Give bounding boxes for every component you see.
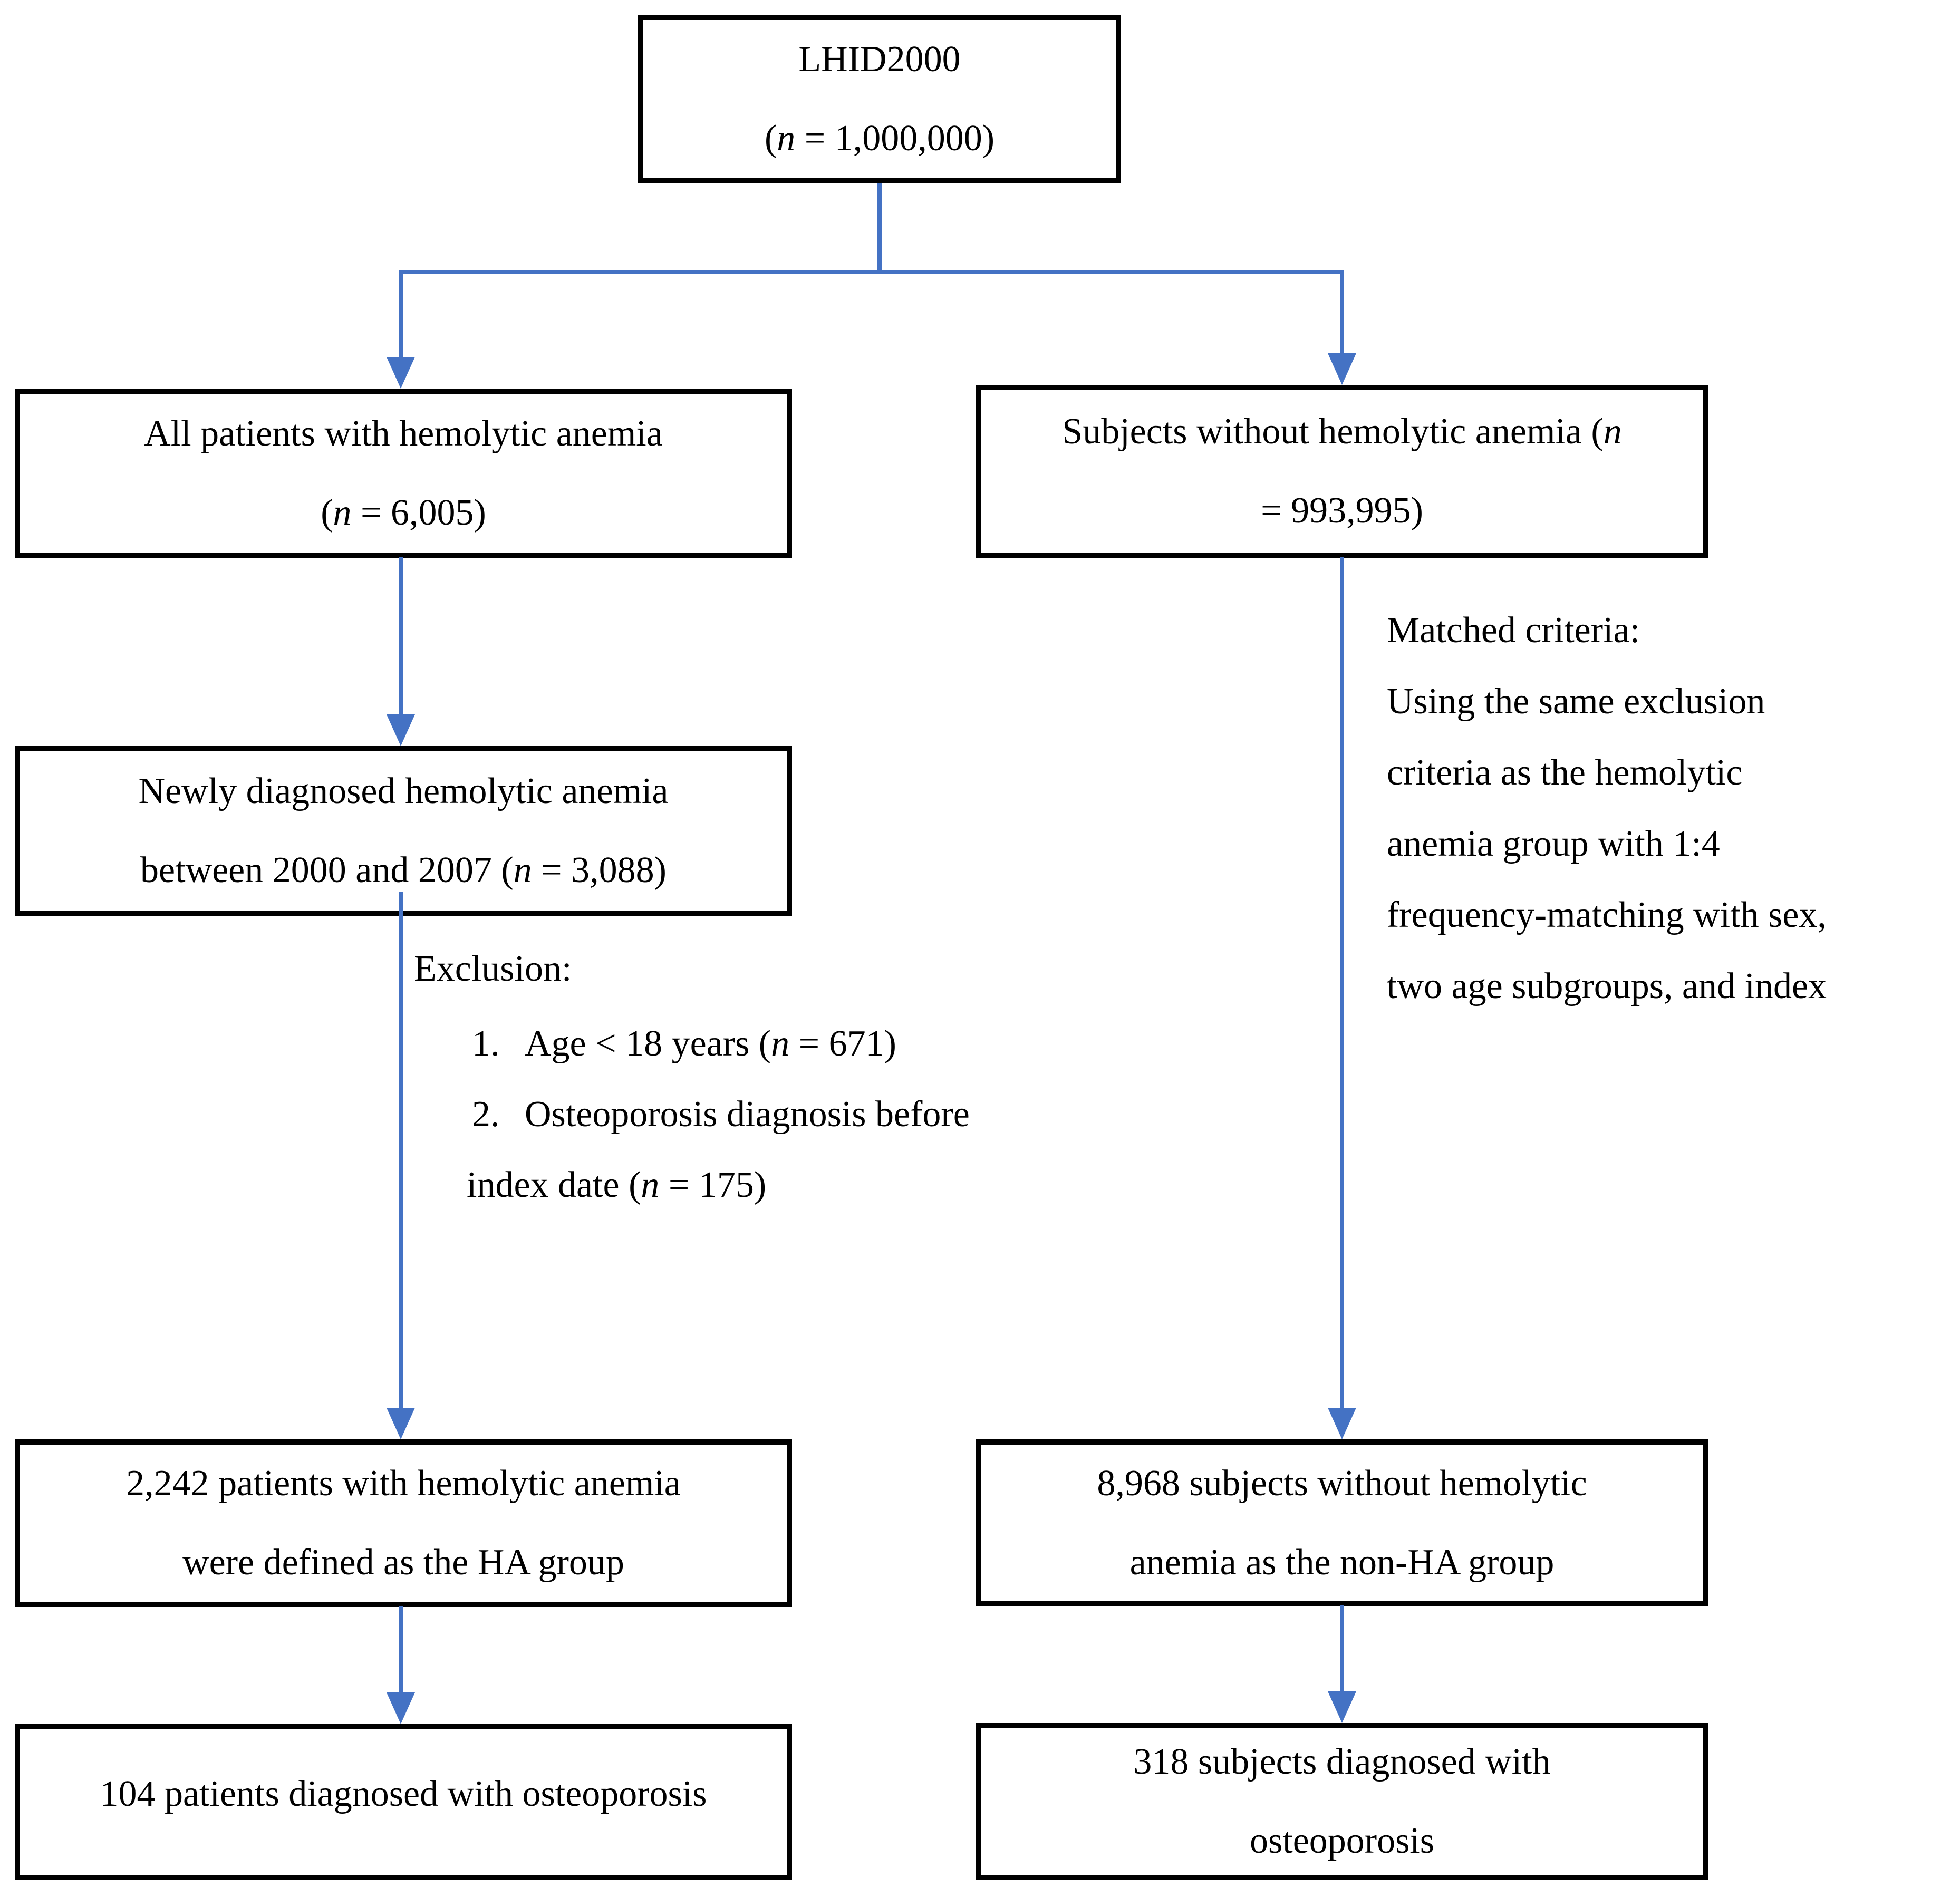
text-fragment: ( xyxy=(321,492,333,533)
n-symbol: n xyxy=(641,1165,660,1205)
matched-criteria-line: Matched criteria: xyxy=(1387,610,1640,651)
arrow-head-icon xyxy=(387,1692,415,1724)
box-ha-group-line2: were defined as the HA group xyxy=(182,1542,624,1583)
box-all-patients-ha: All patients with hemolytic anemia (n = … xyxy=(15,389,792,558)
box-ha-osteoporosis: 104 patients diagnosed with osteoporosis xyxy=(15,1724,792,1880)
matched-criteria-note: Matched criteria: Using the same exclusi… xyxy=(1387,595,1827,1022)
exclusion-item-2-continuation: index date (n = 175) xyxy=(467,1164,766,1206)
box-non-ha-osteoporosis: 318 subjects diagnosed with osteoporosis xyxy=(976,1723,1708,1880)
matched-criteria-line: frequency-matching with sex, xyxy=(1387,895,1827,935)
box-lhid2000-title: LHID2000 xyxy=(798,39,961,80)
matched-criteria-line: criteria as the hemolytic xyxy=(1387,752,1743,793)
text-fragment: = 1,000,000) xyxy=(795,118,995,159)
box-non-ha-group-line2: anemia as the non-HA group xyxy=(1129,1542,1555,1583)
n-symbol: n xyxy=(513,850,532,891)
box-subjects-without-ha-line1: Subjects without hemolytic anemia (n xyxy=(1062,392,1621,471)
arrow-head-icon xyxy=(1328,353,1356,385)
arrow-all-patients-to-newly xyxy=(399,557,403,715)
box-non-ha-osteoporosis-line1: 318 subjects diagnosed with xyxy=(1133,1741,1551,1782)
exclusion-note-heading: Exclusion: xyxy=(414,948,572,989)
n-symbol: n xyxy=(777,118,796,159)
arrow-ha-group-to-osteoporosis xyxy=(399,1606,403,1693)
arrow-head-icon xyxy=(1328,1408,1356,1439)
box-ha-osteoporosis-line1: 104 patients diagnosed with osteoporosis xyxy=(100,1774,707,1814)
n-symbol: n xyxy=(333,492,352,533)
text-fragment: between 2000 and 2007 ( xyxy=(140,850,514,891)
text-fragment: = 671) xyxy=(789,1023,896,1064)
text-fragment: Subjects without hemolytic anemia ( xyxy=(1062,411,1604,452)
connector-branch xyxy=(399,270,1344,274)
arrow-non-ha-to-osteoporosis xyxy=(1340,1605,1344,1692)
arrow-subjects-to-non-ha-group xyxy=(1340,557,1344,1409)
matched-criteria-line: Using the same exclusion xyxy=(1387,681,1765,722)
text-fragment: index date ( xyxy=(467,1165,641,1205)
box-newly-diagnosed-line1: Newly diagnosed hemolytic anemia xyxy=(138,771,669,811)
exclusion-item-1-number: 1. xyxy=(472,1023,500,1064)
box-subjects-without-ha-count: = 993,995) xyxy=(1261,490,1423,531)
box-non-ha-group: 8,968 subjects without hemolytic anemia … xyxy=(976,1439,1708,1606)
arrow-head-icon xyxy=(387,714,415,746)
text-fragment: = 6,005) xyxy=(351,492,486,533)
n-symbol: n xyxy=(771,1023,790,1064)
text-fragment: = 175) xyxy=(659,1165,767,1205)
text-fragment: ( xyxy=(764,118,777,159)
box-newly-diagnosed-line2: between 2000 and 2007 (n = 3,088) xyxy=(140,831,667,910)
text-fragment: = 3,088) xyxy=(532,850,667,891)
box-lhid2000: LHID2000 (n = 1,000,000) xyxy=(638,15,1121,183)
box-all-patients-ha-count: (n = 6,005) xyxy=(321,473,486,553)
connector-stem xyxy=(877,183,882,271)
box-ha-group-line1: 2,242 patients with hemolytic anemia xyxy=(126,1463,681,1504)
box-ha-group: 2,242 patients with hemolytic anemia wer… xyxy=(15,1439,792,1607)
arrow-head-icon xyxy=(1328,1691,1356,1723)
matched-criteria-line: anemia group with 1:4 xyxy=(1387,824,1720,864)
text-fragment: Age < 18 years ( xyxy=(525,1023,771,1064)
exclusion-item-1: 1. Age < 18 years (n = 671) xyxy=(472,1023,896,1065)
exclusion-item-2: 2. Osteoporosis diagnosis before xyxy=(472,1093,970,1136)
box-non-ha-osteoporosis-line2: osteoporosis xyxy=(1250,1821,1434,1861)
box-non-ha-group-line1: 8,968 subjects without hemolytic xyxy=(1097,1463,1587,1504)
box-newly-diagnosed: Newly diagnosed hemolytic anemia between… xyxy=(15,746,792,916)
arrow-head-icon xyxy=(387,357,415,389)
box-subjects-without-ha: Subjects without hemolytic anemia (n = 9… xyxy=(976,385,1708,558)
matched-criteria-line: two age subgroups, and index xyxy=(1387,966,1827,1006)
arrow-head-icon xyxy=(387,1408,415,1439)
exclusion-item-2-number: 2. xyxy=(472,1094,500,1135)
box-all-patients-ha-line1: All patients with hemolytic anemia xyxy=(144,413,663,454)
arrow-to-all-patients xyxy=(399,270,403,357)
arrow-newly-to-ha-group xyxy=(399,892,403,1409)
n-symbol: n xyxy=(1603,411,1622,452)
box-lhid2000-count: (n = 1,000,000) xyxy=(765,99,995,178)
text-fragment: Osteoporosis diagnosis before xyxy=(525,1094,970,1135)
arrow-to-subjects-without xyxy=(1340,270,1344,354)
